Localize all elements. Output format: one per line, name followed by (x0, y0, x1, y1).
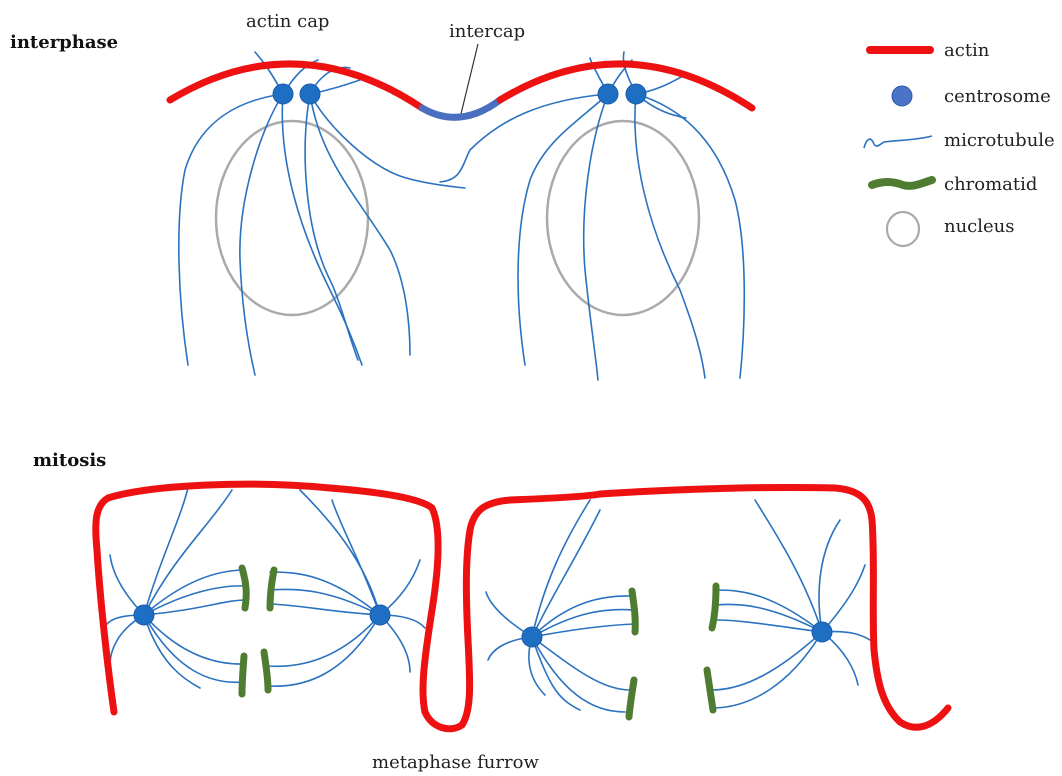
chromatid-7 (629, 680, 634, 717)
intercap-label: intercap (449, 21, 525, 42)
intercap-actin (422, 100, 500, 117)
legend-label-microtubule: microtubule (944, 130, 1055, 151)
metaphase-furrow-label: metaphase furrow (372, 752, 539, 773)
legend-label-nucleus: nucleus (944, 216, 1015, 237)
legend: actin centrosome microtubule chromatid n… (864, 40, 1055, 246)
centrosome-mitosis-2 (370, 605, 390, 625)
centrosome-interphase-1 (273, 84, 293, 104)
chromatid-bar-icon (872, 180, 932, 186)
centrosome-interphase-2 (300, 84, 320, 104)
nucleus-ellipse-icon (887, 212, 919, 246)
legend-label-centrosome: centrosome (944, 86, 1051, 107)
centrosome-interphase-3 (598, 84, 618, 104)
chromatid-5 (632, 591, 635, 632)
interphase-title: interphase (10, 32, 118, 53)
centrosome-dot-icon (892, 86, 912, 106)
interphase-panel (170, 52, 752, 380)
chromatid-2 (270, 570, 274, 608)
chromatids (242, 568, 716, 717)
chromatid-6 (712, 586, 716, 628)
mitosis-actin-boundary (96, 484, 948, 729)
chromatid-1 (242, 568, 246, 608)
microtubule-line-icon (864, 136, 932, 148)
chromatid-3 (242, 656, 244, 694)
chromatid-8 (707, 670, 713, 710)
chromatid-4 (264, 652, 268, 690)
nucleus-right (547, 121, 699, 315)
centrosome-mitosis-1 (134, 605, 154, 625)
centrosome-mitosis-4 (812, 622, 832, 642)
nucleus-left (216, 121, 368, 315)
mitosis-title: mitosis (33, 450, 106, 471)
centrosome-interphase-4 (626, 84, 646, 104)
interphase-left-microtubules (179, 52, 465, 375)
actin-cap-label: actin cap (246, 11, 329, 32)
spindle-right-microtubules (486, 500, 870, 712)
legend-label-chromatid: chromatid (944, 174, 1037, 195)
intercap-pointer (460, 44, 478, 118)
actin-cap-left (170, 64, 422, 108)
centrosome-mitosis-3 (522, 627, 542, 647)
legend-label-actin: actin (944, 40, 990, 61)
mitosis-panel (96, 484, 948, 729)
